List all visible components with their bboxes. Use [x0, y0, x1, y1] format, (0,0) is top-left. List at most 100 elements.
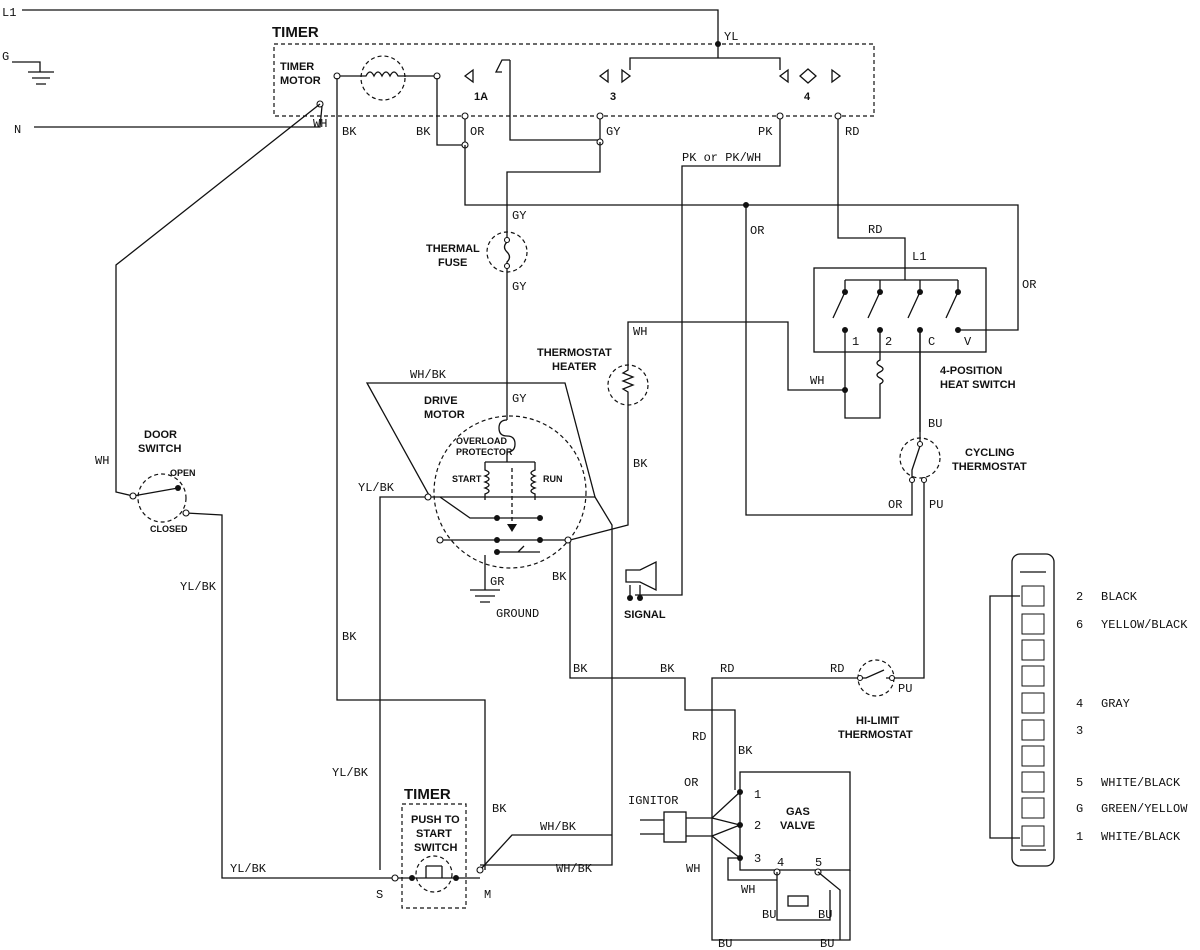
overload-label-2: PROTECTOR — [456, 447, 513, 457]
hi-limit-thermostat: HI-LIMIT THERMOSTAT — [838, 659, 913, 741]
push-label-1: PUSH TO — [411, 814, 460, 826]
connector-cavity — [1021, 719, 1045, 741]
gas-5-label: 5 — [815, 856, 822, 870]
wire-whbk-top: WH/BK — [410, 368, 447, 382]
therm-heater-label-1: THERMOSTAT — [537, 347, 612, 359]
wire-pu-hilimit: PU — [898, 682, 912, 696]
contact-4-icon — [778, 68, 789, 84]
wire-pu-cyc: PU — [929, 498, 943, 512]
gas-valve: GAS VALVE 1 2 3 4 5 IGNITOR OR WH WH BU … — [628, 771, 851, 940]
contact-4-label: 4 — [804, 91, 811, 103]
hilimit-label-2: THERMOSTAT — [838, 729, 913, 741]
ground-label: GROUND — [496, 607, 539, 621]
l1-label: L1 — [2, 6, 16, 20]
wire-gy-motor: GY — [512, 392, 526, 406]
gas-2-label: 2 — [754, 819, 761, 833]
wire-bk-valve: BK — [738, 744, 753, 758]
wire-or-1a: OR — [470, 125, 484, 139]
cycling-label-1: CYCLING — [965, 447, 1015, 459]
wire-bu-4: BU — [820, 937, 834, 950]
wire-bu-3: BU — [718, 937, 732, 950]
wire-gy-upper: GY — [512, 209, 526, 223]
door-switch: DOOR SWITCH OPEN CLOSED — [129, 429, 196, 534]
wire-rd-l1: RD — [868, 223, 882, 237]
run-label: RUN — [543, 474, 563, 484]
cycling-label-2: THERMOSTAT — [952, 461, 1027, 473]
push-m-label: M — [484, 888, 491, 902]
wire-ylbk-bottom: YL/BK — [230, 862, 267, 876]
gas-4-label: 4 — [777, 856, 784, 870]
ground-icon-g — [12, 61, 54, 85]
connector-cavity — [1021, 639, 1045, 661]
wire-rd-valve: RD — [692, 730, 706, 744]
connector-wire-color: BLACK — [1101, 590, 1138, 604]
wire-or-ign: OR — [684, 776, 698, 790]
heat-2-label: 2 — [885, 335, 892, 349]
connector-wire-color: GREEN/YELLOW — [1101, 802, 1188, 816]
connector-cavity — [1021, 745, 1045, 767]
signal-icon — [625, 560, 657, 592]
push-start-switch: TIMER PUSH TO START SWITCH S M — [376, 786, 491, 909]
heat-l1-label: L1 — [912, 250, 926, 264]
timer-motor-label-2: MOTOR — [280, 75, 321, 87]
start-label: START — [452, 474, 482, 484]
contact-3-icon — [598, 68, 609, 84]
gas-label-2: VALVE — [780, 820, 815, 832]
drive-motor-icon — [433, 415, 587, 569]
wire-bu-2: BU — [818, 908, 832, 922]
wire-wh-ign: WH — [686, 862, 700, 876]
wire-bk-lower: BK — [492, 802, 507, 816]
wire-bk-therm: BK — [633, 457, 648, 471]
wire-or-mid: OR — [750, 224, 764, 238]
heat-switch-icon — [813, 267, 987, 353]
supply-lines: L1 G N YL WH — [2, 6, 781, 137]
timer-motor-label-1: TIMER — [280, 61, 314, 73]
heat-1-label: 1 — [852, 335, 859, 349]
push-label-2: START — [416, 828, 452, 840]
connector-pin: 3 — [1076, 724, 1083, 738]
wire-wh-door: WH — [95, 454, 109, 468]
thermostat-heater: THERMOSTAT HEATER — [537, 347, 649, 406]
cycling-thermostat: CYCLING THERMOSTAT — [899, 432, 1027, 484]
door-open-label: OPEN — [170, 468, 196, 478]
wire-bk-left: BK — [342, 630, 357, 644]
wiring: BK BK BK BK OR GY OR OR GY PK PK or PK/W… — [95, 60, 1036, 950]
connector-wire-color: WHITE/BLACK — [1101, 776, 1181, 790]
push-switch-icon — [401, 803, 467, 909]
wire-yl: YL — [724, 30, 738, 44]
connector-pin: G — [1076, 802, 1083, 816]
push-s-label: S — [376, 888, 383, 902]
connector-cavity — [1021, 825, 1045, 847]
gas-valve-icon — [739, 771, 851, 871]
connector-wire-color: WHITE/BLACK — [1101, 830, 1181, 844]
wire-rd-4: RD — [845, 125, 859, 139]
wire-whbk-push: WH/BK — [540, 820, 577, 834]
connector-cavity — [1021, 797, 1045, 819]
connector-cavity — [1021, 613, 1045, 635]
drive-motor-label-2: MOTOR — [424, 409, 465, 421]
connector-pin: 2 — [1076, 590, 1083, 604]
connector-pin: 6 — [1076, 618, 1083, 632]
drive-motor: DRIVE MOTOR OVERLOAD PROTECTOR START RUN… — [424, 395, 587, 621]
wire-ylbk-motor: YL/BK — [358, 481, 395, 495]
wire-bu-cyc: BU — [928, 417, 942, 431]
timer-block: TIMER TIMER MOTOR 1A 3 4 — [272, 24, 875, 117]
n-label: N — [14, 123, 21, 137]
door-switch-icon — [137, 473, 187, 523]
heat-c-label: C — [928, 335, 935, 349]
thermal-fuse: THERMAL FUSE — [426, 231, 528, 273]
push-label-3: SWITCH — [414, 842, 457, 854]
heat-switch-label-1: 4-POSITION — [940, 365, 1002, 377]
wire-pk-4: PK — [758, 125, 773, 139]
heat-switch-label-2: HEAT SWITCH — [940, 379, 1016, 391]
therm-heater-label-2: HEATER — [552, 361, 596, 373]
connector-cavity — [1021, 665, 1045, 687]
timer-motor-icon — [360, 55, 406, 101]
timer-title: TIMER — [272, 24, 319, 41]
door-switch-label-2: SWITCH — [138, 443, 181, 455]
wire-gy-lower: GY — [512, 280, 526, 294]
drive-motor-label-1: DRIVE — [424, 395, 458, 407]
wire-bk-2: BK — [416, 125, 431, 139]
